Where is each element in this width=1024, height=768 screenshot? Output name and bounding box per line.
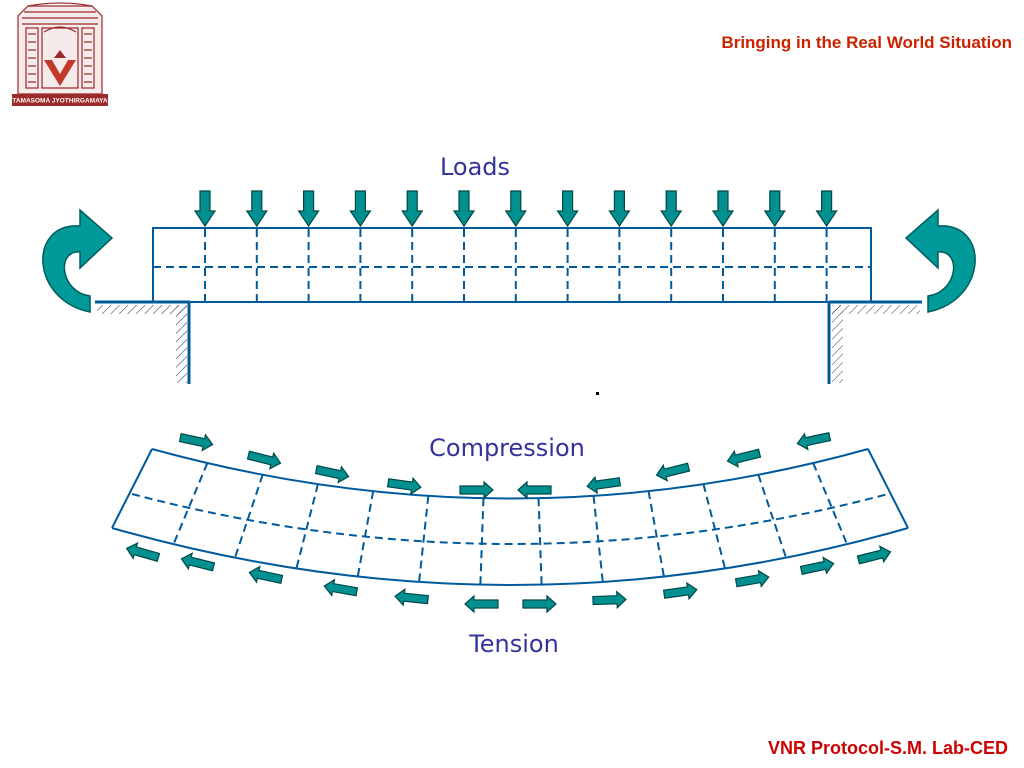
left-moment-arrow — [42, 208, 114, 313]
beam-outline — [152, 227, 872, 303]
stress-arrow-shape — [796, 432, 832, 451]
load-arrow — [452, 190, 476, 228]
fixed-beam — [152, 227, 872, 303]
institution-logo: TAMASOMA JYOTHIRGAMAYA — [12, 2, 108, 106]
stress-arrow-shape — [726, 448, 762, 468]
stress-arrow-shape — [734, 569, 770, 588]
load-arrow — [763, 190, 786, 228]
tension-arrow — [662, 581, 698, 601]
compression-arrow — [726, 448, 762, 468]
stress-arrow-shape — [655, 462, 691, 482]
bent-beam-top-edge — [151, 448, 869, 500]
right-support — [827, 300, 922, 384]
tension-arrow — [394, 587, 429, 607]
load-arrow — [608, 190, 631, 228]
stress-arrow-shape — [459, 480, 494, 500]
stress-arrow-shape — [248, 565, 284, 584]
stress-arrow-shape — [799, 556, 835, 575]
tension-arrow — [323, 578, 359, 597]
bent-beam-grid-line — [812, 462, 848, 545]
tension-arrow — [180, 552, 216, 572]
tension-arrow — [464, 594, 499, 614]
stress-arrow-shape — [180, 552, 216, 572]
left-support — [95, 300, 191, 384]
load-arrow — [504, 190, 527, 228]
bent-beam-grid-line — [418, 495, 430, 583]
stress-arrow-shape — [314, 465, 350, 484]
stress-arrow-shape — [517, 480, 552, 500]
slide-title: Bringing in the Real World Situation — [721, 33, 1012, 52]
load-arrow — [401, 190, 424, 228]
load-arrow — [193, 190, 217, 228]
footer-text: VNR Protocol-S.M. Lab-CED — [767, 738, 1008, 758]
tension-arrow — [856, 545, 892, 565]
load-arrow — [556, 190, 579, 228]
stress-arrow-shape — [394, 587, 429, 607]
bent-beam-bottom-edge — [111, 527, 909, 586]
load-arrow — [245, 190, 268, 228]
stress-arrow-shape — [464, 594, 499, 614]
load-arrow — [660, 190, 683, 228]
load-arrow — [297, 190, 320, 228]
tension-label: Tension — [468, 630, 559, 658]
compression-arrow — [246, 450, 282, 470]
tension-arrow — [734, 569, 770, 588]
load-arrow — [711, 190, 735, 228]
stress-arrow-shape — [125, 541, 161, 562]
load-arrows — [193, 190, 838, 228]
bent-beam-grid-line — [234, 474, 264, 558]
tension-arrow — [592, 590, 627, 610]
stress-arrow-shape — [522, 594, 557, 614]
compression-arrow — [586, 475, 622, 495]
stress-arrow-shape — [586, 475, 622, 495]
right-moment-arrow — [904, 208, 976, 313]
stray-dot — [596, 392, 599, 395]
bent-beam-grid-line — [757, 474, 788, 558]
bent-beam-grid-line — [172, 462, 209, 545]
bent-beam-grid-line — [592, 495, 604, 583]
compression-arrow — [459, 480, 494, 500]
bent-beam-grid-line — [479, 498, 485, 585]
compression-label: Compression — [429, 434, 585, 462]
loads-label: Loads — [440, 153, 510, 181]
stress-arrow-shape — [246, 450, 282, 470]
stress-arrow-shape — [386, 476, 422, 496]
compression-arrow — [796, 432, 832, 451]
stress-arrow-shape — [592, 590, 627, 610]
load-arrow — [349, 190, 372, 228]
compression-arrow — [655, 462, 691, 482]
bent-beam-grid-lines — [172, 462, 848, 585]
tension-arrow — [799, 556, 835, 575]
compression-arrow — [386, 476, 422, 496]
bent-beam-grid-line — [647, 491, 665, 577]
bent-beam-grid-line — [702, 483, 726, 569]
stress-arrow-shape — [856, 545, 892, 565]
bent-beam-grid-line — [356, 491, 375, 577]
stress-arrow-shape — [323, 578, 359, 597]
compression-arrow — [517, 480, 552, 500]
stress-arrow-shape — [178, 433, 214, 452]
beam-grid-lines — [204, 229, 828, 301]
stress-arrow-shape — [662, 581, 698, 601]
bent-beam-right-end — [867, 448, 909, 529]
bent-beam-grid-line — [295, 483, 319, 569]
bent-beam-neutral-axis — [131, 493, 889, 545]
bent-beam — [111, 448, 909, 586]
tension-arrow — [522, 594, 557, 614]
load-arrow — [815, 190, 838, 228]
tension-arrow — [125, 541, 161, 562]
compression-arrow — [178, 433, 214, 452]
tension-arrow — [248, 565, 284, 584]
compression-arrow — [314, 465, 350, 484]
logo-motto: TAMASOMA JYOTHIRGAMAYA — [12, 98, 108, 105]
bent-beam-left-end — [111, 448, 153, 529]
bent-beam-grid-line — [537, 498, 543, 585]
compression-arrows — [178, 432, 832, 500]
tension-arrows — [125, 541, 892, 614]
